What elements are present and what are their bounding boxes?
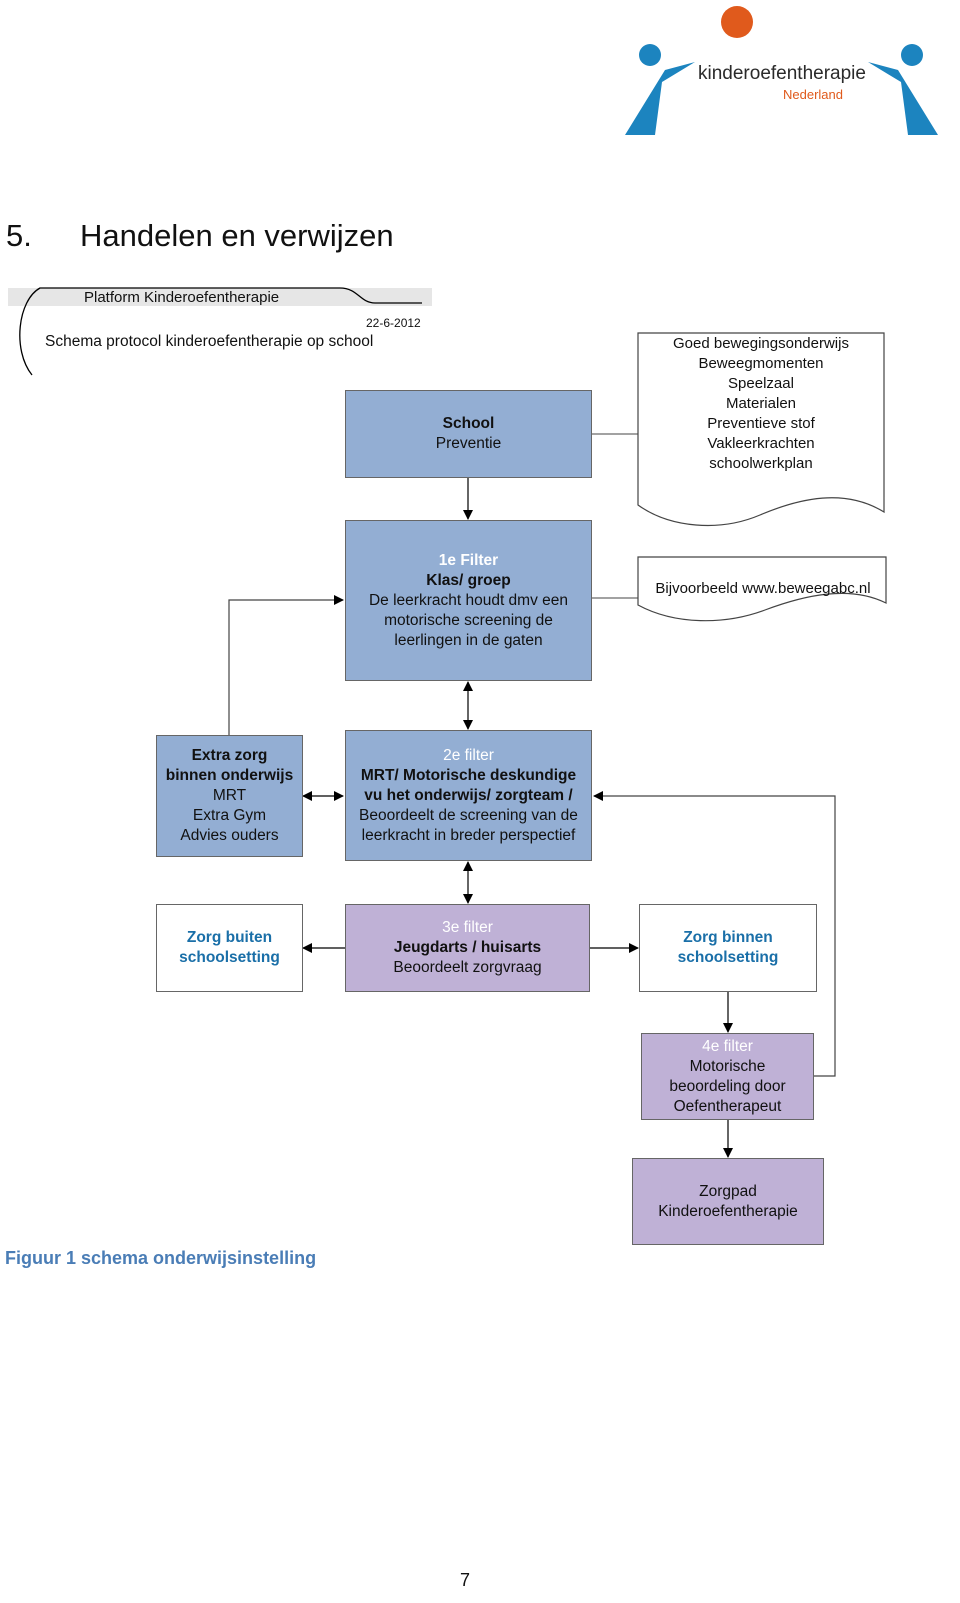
filter4-node: 4e filter Motorische beoordeling door Oe… <box>641 1033 814 1120</box>
filter4-line: Oefentherapeut <box>673 1097 782 1115</box>
filter1-line: leerlingen in de gaten <box>394 631 543 649</box>
zorg-binnen-line: Zorg binnen <box>683 929 773 946</box>
section-number: 5. <box>6 218 32 253</box>
filter1-doc-text: Bijvoorbeeld www.beweegabc.nl <box>655 580 871 597</box>
filter3-title: Jeugdarts / huisarts <box>393 939 542 956</box>
filter1-node: 1e Filter Klas/ groep De leerkracht houd… <box>345 520 592 681</box>
doc-header-title: Schema protocol kinderoefentherapie op s… <box>45 333 374 350</box>
school-subtitle: Preventie <box>435 435 502 452</box>
edge-extra-to-filter1 <box>228 595 344 735</box>
filter1-line: motorische screening de <box>384 611 553 629</box>
zorg-binnen-line: schoolsetting <box>677 949 779 966</box>
doc-header-platform: Platform Kinderoefentherapie <box>84 289 280 306</box>
filter1-label: 1e Filter <box>438 551 499 569</box>
doc-line: Materialen <box>725 395 797 412</box>
zorg-buiten-line: Zorg buiten <box>186 929 273 946</box>
doc-header-outline <box>19 287 422 376</box>
doc-line: Speelzaal <box>728 375 794 392</box>
extra-zorg-line: Extra Gym <box>192 807 267 824</box>
zorgpad-line: Zorgpad <box>699 1182 757 1200</box>
zorgpad-line: Kinderoefentherapie <box>658 1202 798 1220</box>
doc-line: Beweegmomenten <box>698 355 824 372</box>
filter1-line: De leerkracht houdt dmv een <box>368 591 569 609</box>
logo-center-head <box>721 6 753 38</box>
extra-zorg-title: Extra zorg <box>191 747 268 764</box>
page-number: 7 <box>460 1570 471 1590</box>
filter2-title: vu het onderwijs/ zorgteam / <box>364 786 573 804</box>
filter1-title: Klas/ groep <box>426 571 511 589</box>
filter4-line: Motorische <box>689 1057 766 1075</box>
filter2-line: leerkracht in breder perspectief <box>361 826 576 844</box>
extra-zorg-title: binnen onderwijs <box>165 767 294 784</box>
school-doc-text: Goed bewegingsonderwijs Beweegmomenten S… <box>640 334 882 474</box>
logo-right-figure <box>868 62 938 135</box>
logo-left-head <box>639 44 661 66</box>
filter2-title: MRT/ Motorische deskundige <box>360 766 577 784</box>
filter4-label: 4e filter <box>702 1037 753 1055</box>
logo-brand-name: kinderoefentherapie <box>698 63 866 84</box>
filter3-line: Beoordeelt zorgvraag <box>393 959 542 976</box>
section-title: Handelen en verwijzen <box>80 218 394 253</box>
extra-zorg-line: Advies ouders <box>180 827 279 844</box>
filter1-doc-shape <box>637 556 887 622</box>
logo-left-figure <box>625 62 695 135</box>
zorg-buiten-line: schoolsetting <box>179 949 280 966</box>
doc-line: Vakleerkrachten <box>707 435 815 452</box>
school-node: School Preventie <box>345 390 592 478</box>
doc-header-date: 22-6-2012 <box>366 316 421 330</box>
doc-line: Preventieve stof <box>707 415 815 432</box>
school-doc-shape <box>637 332 885 527</box>
zorg-binnen-node: Zorg binnen schoolsetting <box>639 904 817 992</box>
doc-line: schoolwerkplan <box>709 455 813 472</box>
filter4-line: beoordeling door <box>669 1077 786 1095</box>
filter2-label: 2e filter <box>443 746 494 764</box>
logo-right-head <box>901 44 923 66</box>
kinderoefentherapie-logo: kinderoefentherapie Nederland <box>625 6 938 135</box>
doc-line: Goed bewegingsonderwijs <box>673 335 849 352</box>
doc-header-band <box>8 288 432 306</box>
zorgpad-node: Zorgpad Kinderoefentherapie <box>632 1158 824 1245</box>
extra-zorg-node: Extra zorg binnen onderwijs MRT Extra Gy… <box>156 735 303 857</box>
logo-brand-sub: Nederland <box>783 87 843 102</box>
zorg-buiten-node: Zorg buiten schoolsetting <box>156 904 303 992</box>
filter3-node: 3e filter Jeugdarts / huisarts Beoordeel… <box>345 904 590 992</box>
extra-zorg-line: MRT <box>212 787 247 804</box>
filter2-node: 2e filter MRT/ Motorische deskundige vu … <box>345 730 592 861</box>
school-title: School <box>442 415 495 432</box>
filter3-label: 3e filter <box>442 919 493 936</box>
filter2-line: Beoordeelt de screening van de <box>359 806 578 824</box>
edge-filter4-to-filter2 <box>593 791 836 1077</box>
figure-caption: Figuur 1 schema onderwijsinstelling <box>5 1248 317 1268</box>
